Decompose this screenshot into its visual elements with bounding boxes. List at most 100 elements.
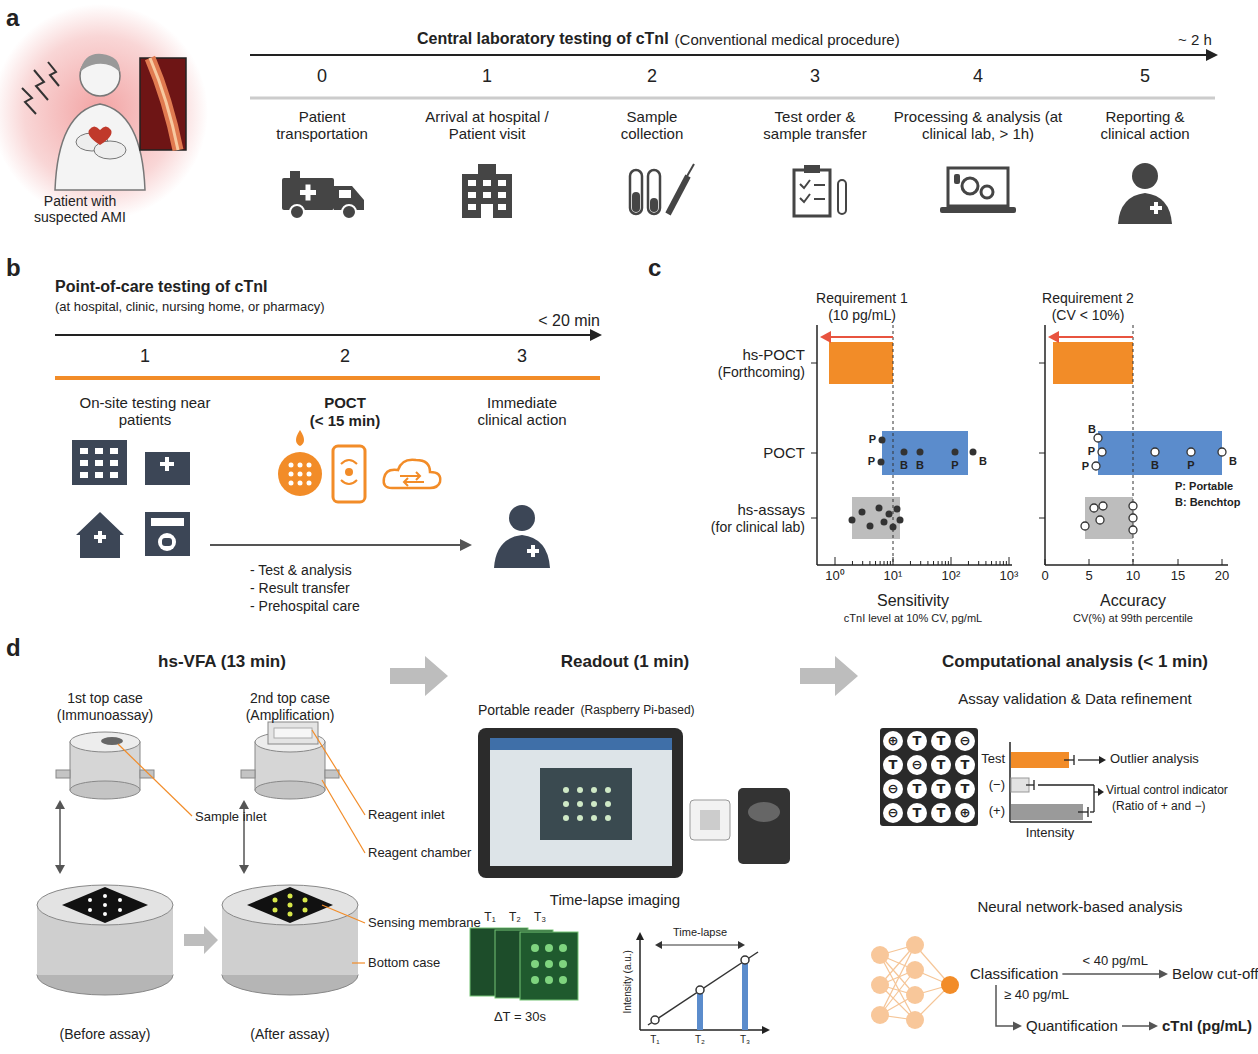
- sensor-grid: [907, 755, 927, 775]
- portable-reader: [591, 787, 597, 793]
- sensor-grid: [907, 779, 927, 799]
- accuracy-chart: [1129, 526, 1137, 534]
- sensor-grid: [883, 803, 903, 823]
- site-icons: [158, 533, 176, 551]
- sensor-grid: [883, 731, 975, 823]
- step-icons: [838, 180, 846, 214]
- intensity-plot: [639, 938, 641, 1030]
- text-label: Neural network-based analysis: [977, 898, 1182, 915]
- step-number: 3: [810, 66, 820, 87]
- site-icons: [145, 452, 190, 485]
- sensitivity-chart: [867, 523, 874, 530]
- text-label: (Raspberry Pi-based): [581, 704, 695, 718]
- spot-symbol: T: [913, 806, 922, 821]
- vfa-cartridge: [303, 898, 308, 903]
- accuracy-chart: [1045, 564, 1228, 566]
- text-label: (Ratio of + and −): [1112, 800, 1205, 814]
- time-lapse-frames: [531, 960, 539, 968]
- log-minor-ticks: [880, 561, 881, 565]
- text-label: (at hospital, clinic, nursing home, or p…: [55, 300, 325, 315]
- text-label: (Immunoassay): [57, 707, 153, 723]
- step-icons: [483, 180, 491, 186]
- control-bar-chart: [1093, 785, 1094, 812]
- poct-icons: [345, 468, 353, 476]
- log-minor-ticks: [862, 561, 863, 565]
- vfa-cartridge: [118, 730, 365, 963]
- vfa-cartridge: [56, 770, 70, 778]
- poct-icons: [210, 544, 462, 546]
- spot-symbol: T: [889, 758, 898, 773]
- text-label: T₁: [650, 1034, 659, 1046]
- accuracy-chart: [1151, 448, 1159, 456]
- connector: [1122, 1022, 1158, 1031]
- step-number: 1: [482, 66, 492, 87]
- control-bar-chart: [1078, 811, 1088, 812]
- vfa-cartridge: [70, 732, 140, 752]
- log-minor-ticks: [852, 561, 1006, 565]
- text-label: Intensity (a.u.): [622, 950, 634, 1013]
- dot-tag: B: [900, 459, 908, 472]
- control-bar-chart: [1026, 755, 1100, 817]
- intensity-plot: [655, 941, 662, 949]
- vfa-cartridge: [222, 885, 358, 925]
- time-lapse-frames: [470, 928, 578, 1000]
- axis-tick: 10³: [1000, 569, 1019, 584]
- portable-reader: [478, 728, 790, 878]
- step-icons: [800, 180, 810, 188]
- step-icons: [498, 204, 506, 210]
- neural-network: [871, 936, 959, 1029]
- dot-tag: B: [1088, 423, 1096, 436]
- log-minor-ticks: [1006, 561, 1007, 565]
- vfa-cartridge: [303, 908, 308, 913]
- step-icons: [290, 171, 300, 178]
- patient-illustration: [34, 70, 48, 100]
- accuracy-chart: [1090, 504, 1098, 512]
- sensor-grid: [931, 803, 951, 823]
- sensitivity-chart: [849, 437, 977, 531]
- text-label: hs-VFA (13 min): [158, 652, 286, 672]
- step-number: 2: [647, 66, 657, 87]
- text-label: Test: [981, 752, 1005, 767]
- portable-reader: [478, 728, 683, 878]
- portable-reader: [577, 815, 583, 821]
- step-icons: [483, 192, 491, 198]
- spot-symbol: T: [937, 758, 946, 773]
- vfa-cartridge: [239, 800, 249, 809]
- poct-timeline: [55, 329, 602, 378]
- time-lapse-frames: [531, 976, 539, 984]
- log-minor-ticks: [852, 561, 853, 565]
- patient-illustration: [150, 58, 178, 150]
- accuracy-chart: [1129, 514, 1137, 522]
- panel-letter: d: [6, 634, 21, 662]
- sensitivity-chart: [835, 557, 836, 565]
- vfa-cartridge: [288, 894, 293, 899]
- accuracy-chart: [1098, 448, 1106, 456]
- time-lapse-frames: [559, 944, 567, 952]
- text-label: Portable reader: [478, 702, 575, 718]
- patient-illustration: [48, 62, 59, 86]
- text-label: Patient transportation: [266, 108, 378, 143]
- time-lapse-frames: [531, 944, 539, 952]
- spot-symbol: T: [913, 782, 922, 797]
- arrowhead: [1013, 1022, 1022, 1031]
- time-lapse-frames: [531, 944, 567, 984]
- sensor-grid: [931, 755, 951, 775]
- step-number: 3: [517, 346, 527, 367]
- poct-icons: [298, 472, 303, 477]
- step-icons: [981, 186, 993, 198]
- vfa-cartridge: [37, 885, 173, 925]
- step-number: 4: [973, 66, 983, 87]
- sensitivity-chart: [820, 331, 831, 343]
- site-icons: [80, 448, 88, 454]
- vfa-cartridge: [255, 781, 325, 799]
- log-minor-ticks: [1000, 561, 1001, 565]
- portable-reader: [563, 815, 569, 821]
- sensitivity-chart: [828, 336, 893, 338]
- sensitivity-chart: [882, 431, 968, 475]
- text-label: (Before assay): [59, 1026, 150, 1042]
- poct-icons: [509, 505, 535, 531]
- dot-tag: B: [1151, 459, 1159, 472]
- text-label: Intensity: [1026, 826, 1074, 841]
- axis-tick: 0: [1041, 569, 1048, 584]
- spot-symbol: ⊖: [960, 734, 971, 749]
